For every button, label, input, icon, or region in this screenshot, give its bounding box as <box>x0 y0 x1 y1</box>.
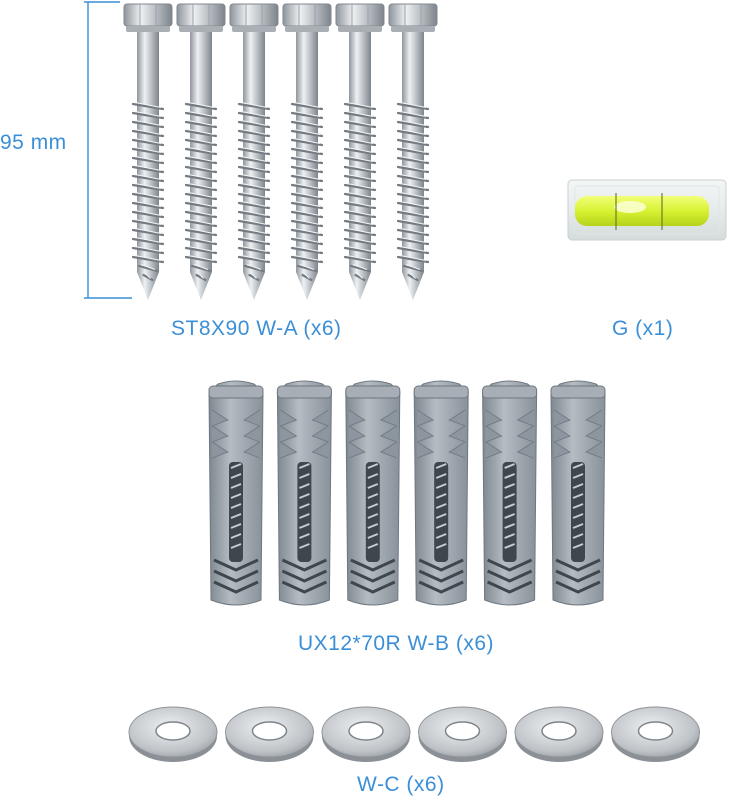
wall-anchor <box>345 380 401 606</box>
screws-label: ST8X90 W-A (x6) <box>171 317 342 340</box>
wall-anchor <box>413 380 469 606</box>
washer <box>514 706 604 762</box>
screw <box>388 3 438 300</box>
bubble-level-image <box>567 179 727 241</box>
washer <box>321 706 411 762</box>
washer <box>128 706 218 762</box>
washer <box>225 706 314 762</box>
level-label: G (x1) <box>612 317 674 340</box>
washer <box>611 706 700 762</box>
washers-label: W-C (x6) <box>357 773 445 796</box>
screw <box>282 3 332 300</box>
dimension-label: 95 mm <box>0 131 67 154</box>
wall-anchor-group <box>208 380 606 606</box>
washer-group <box>128 706 700 762</box>
anchors-label: UX12*70R W-B (x6) <box>298 632 495 655</box>
wall-anchor <box>482 380 538 606</box>
wall-anchor <box>550 380 606 606</box>
dimension-line <box>84 1 132 299</box>
wall-anchor <box>208 380 264 606</box>
screw <box>123 3 173 300</box>
screw <box>176 3 226 300</box>
wall-anchor <box>276 380 332 606</box>
washer <box>418 706 507 762</box>
screw-group <box>123 3 438 300</box>
screw <box>335 3 385 300</box>
screw <box>229 3 279 300</box>
